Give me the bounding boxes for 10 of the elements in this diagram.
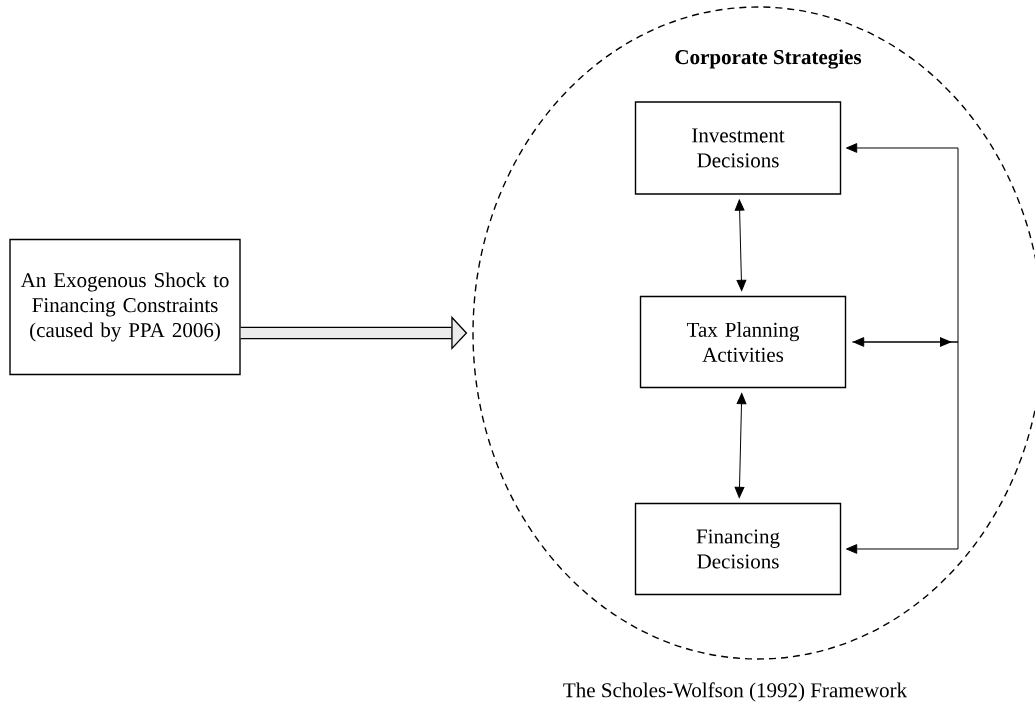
process-box: Tax Planning Activities xyxy=(639,295,847,389)
arrow xyxy=(846,341,959,554)
process-box: Financing Decisions xyxy=(634,502,842,596)
process-box: An Exogenous Shock to Financing Constraints (caused by PPA 2006) xyxy=(9,238,241,376)
process-box: Investment Decisions xyxy=(634,101,842,195)
arrow xyxy=(734,199,747,291)
caption: The Scholes-Wolfson (1992) Framework xyxy=(563,682,908,702)
heading: Corporate Strategies xyxy=(673,48,863,70)
arrow xyxy=(734,393,747,498)
arrow xyxy=(846,143,959,347)
